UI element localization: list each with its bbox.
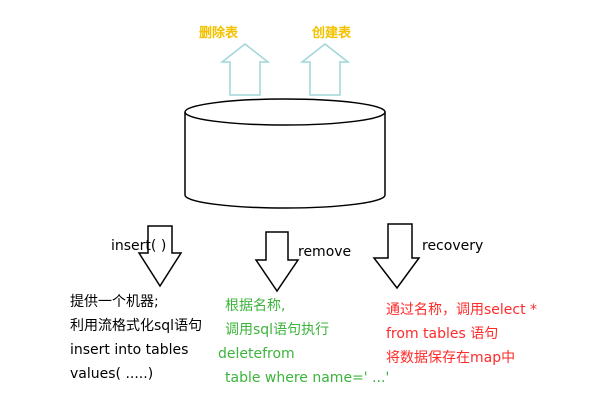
recovery-operation-label: recovery: [422, 238, 484, 254]
recovery-note-line: from tables 语句: [386, 326, 499, 342]
remove-note-line: table where name=' ...': [225, 370, 390, 386]
insert-note-line: insert into tables: [70, 342, 189, 358]
recovery-notes: 通过名称，调用select * from tables 语句 将数据保存在map…: [386, 298, 537, 370]
down-arrow-remove: [254, 231, 300, 293]
remove-operation-label: remove: [298, 244, 352, 260]
remove-note-line: 根据名称,: [225, 298, 286, 314]
insert-note-line: values( .....): [70, 366, 154, 382]
insert-note-line: 利用流格式化sql语句: [70, 318, 203, 334]
recovery-note-line: 通过名称，调用select *: [386, 302, 538, 318]
down-arrow-recovery: [372, 223, 421, 290]
up-arrow-delete-table: [219, 43, 271, 96]
remove-note-line: 调用sql语句执行: [225, 322, 330, 338]
up-arrow-create-table: [299, 43, 351, 96]
insert-notes: 提供一个机器; 利用流格式化sql语句 insert into tables v…: [70, 290, 202, 386]
create-table-label: 创建表: [312, 26, 352, 41]
remove-note-line: deletefrom: [218, 346, 295, 362]
insert-operation-label: insert( ): [111, 238, 167, 254]
database-cylinder: [184, 98, 386, 209]
remove-notes: 根据名称, 调用sql语句执行 deletefrom table where n…: [218, 294, 389, 390]
delete-table-label: 删除表: [199, 26, 239, 41]
insert-note-line: 提供一个机器;: [70, 294, 159, 310]
down-arrow-insert: [137, 225, 183, 288]
recovery-note-line: 将数据保存在map中: [386, 350, 516, 366]
